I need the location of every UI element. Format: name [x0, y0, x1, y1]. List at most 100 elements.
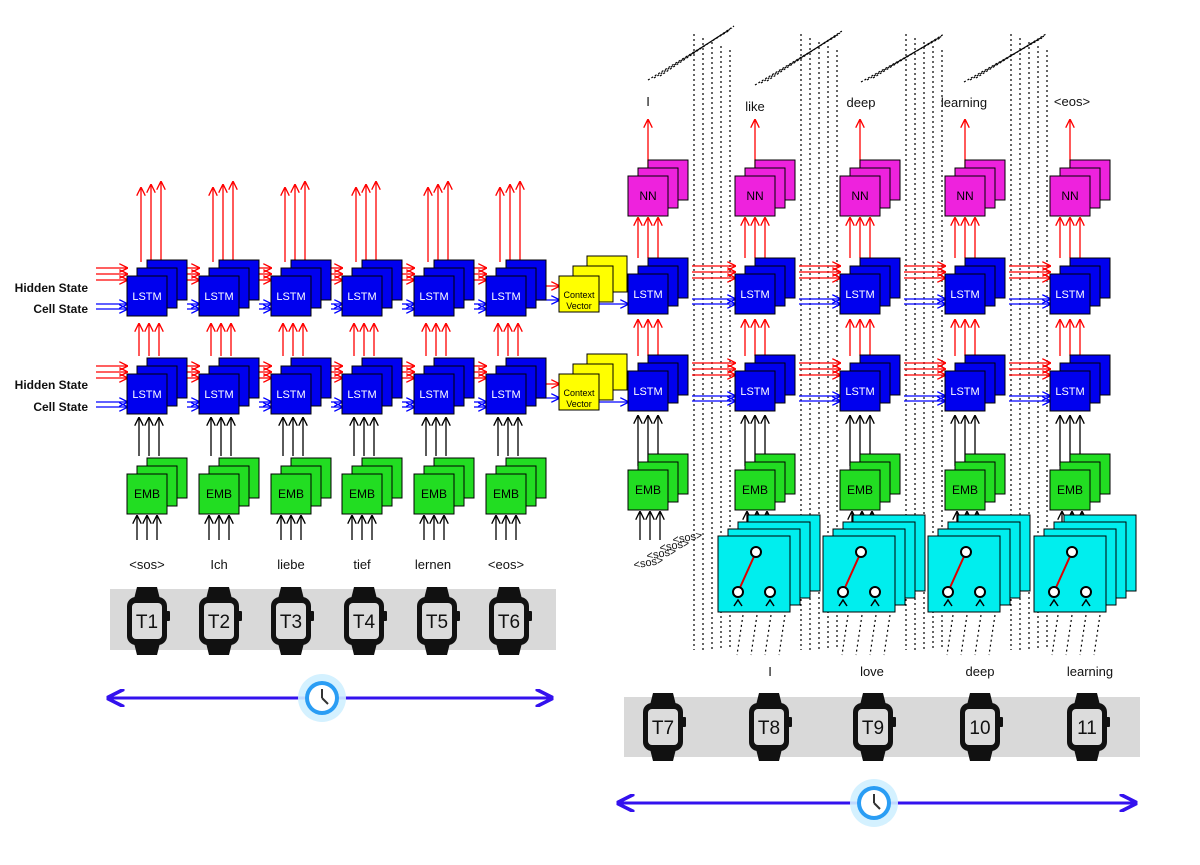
watch-crown — [238, 611, 242, 621]
emb-cell: EMB — [341, 457, 403, 515]
context-vector-layer — [558, 373, 600, 411]
lstm-cell-label: LSTM — [950, 386, 979, 398]
emb-cell-layer — [413, 473, 455, 515]
lstm-cell: LSTM — [734, 354, 796, 412]
lstm-cell-layer — [1049, 273, 1091, 315]
watch-strap — [278, 587, 304, 599]
emb-cell-layer — [341, 473, 383, 515]
emb-cell-layer — [627, 469, 669, 511]
dotted-feedback-line — [760, 32, 841, 84]
watch-face — [754, 709, 784, 745]
watch-strap — [496, 643, 522, 655]
dotted-input-line — [960, 614, 968, 656]
lstm-cell-label: LSTM — [347, 291, 376, 303]
emb-cell-label: EMB — [134, 487, 160, 501]
dotted-feedback-line — [963, 37, 1043, 83]
lstm-cell: LSTM — [270, 357, 332, 415]
watch-strap — [424, 587, 450, 599]
watch-crown — [528, 611, 532, 621]
emb-cell-layer — [839, 469, 881, 511]
timestep-label: 10 — [969, 718, 990, 739]
watch-icon: T3 — [271, 587, 314, 655]
decoder-output-token: deep — [847, 95, 876, 110]
timestep-label: T5 — [426, 612, 448, 633]
emb-cell-layer — [485, 473, 527, 515]
timestep-label: T7 — [652, 718, 674, 739]
switch-icon — [717, 514, 821, 613]
watch-strap — [206, 587, 232, 599]
context-vector-label: Vector — [566, 301, 592, 311]
lstm-cell: LSTM — [126, 357, 188, 415]
dotted-input-line — [1065, 614, 1073, 656]
timestep-label: T1 — [136, 612, 158, 633]
switch-caret — [943, 598, 953, 607]
watch-crown — [456, 611, 460, 621]
lstm-cell-label: LSTM — [845, 386, 874, 398]
watch-strap — [756, 693, 782, 705]
emb-cell-layer — [270, 473, 312, 515]
emb-cell-label: EMB — [493, 487, 519, 501]
watch-strap — [1074, 693, 1100, 705]
emb-cell-label: EMB — [952, 483, 978, 497]
nn-cell-layer — [627, 175, 669, 217]
lstm-cell: LSTM — [413, 357, 475, 415]
emb-cell: EMB — [839, 453, 901, 511]
hidden-state-label-bottom: Hidden State — [15, 378, 89, 392]
lstm-cell-label: LSTM — [1055, 386, 1084, 398]
nn-cell-label: NN — [956, 189, 973, 203]
lstm-cell-label: LSTM — [132, 291, 161, 303]
watch-icon: 10 — [960, 693, 1003, 761]
watch-strap — [860, 749, 886, 761]
watch-strap — [650, 749, 676, 761]
watch-face — [965, 709, 995, 745]
dotted-feedback-line — [653, 27, 733, 79]
lstm-cell: LSTM — [839, 257, 901, 315]
dotted-input-line — [1093, 614, 1101, 656]
watch-strap — [650, 693, 676, 705]
lstm-cell-layer — [627, 273, 669, 315]
switch-lever — [947, 551, 967, 593]
dotted-feedback-line — [860, 37, 941, 83]
watch-strap — [424, 643, 450, 655]
lstm-cell-layer — [1049, 370, 1091, 412]
cell-state-label-top: Cell State — [33, 302, 88, 316]
context-vector-label: Context — [563, 290, 595, 300]
nn-cell-label: NN — [639, 189, 656, 203]
watch-face — [276, 603, 306, 639]
lstm-cell-layer — [198, 373, 240, 415]
lstm-cell-layer — [944, 273, 986, 315]
encoder-token: <sos> — [129, 557, 164, 572]
switch-icon — [927, 514, 1031, 613]
switch-node — [974, 586, 986, 598]
switch-node — [732, 586, 744, 598]
watch-icon: T7 — [643, 693, 686, 761]
emb-cell-layer — [198, 473, 240, 515]
sos-stack: <sos> <sos> <sos> <sos> — [633, 530, 704, 572]
lstm-cell: LSTM — [198, 259, 260, 317]
switch-icon — [822, 514, 926, 613]
watch-icon: T2 — [199, 587, 242, 655]
emb-cell: EMB — [734, 453, 796, 511]
timestep-label: T2 — [208, 612, 230, 633]
lstm-cell: LSTM — [341, 357, 403, 415]
watch-icon: T9 — [853, 693, 896, 761]
lstm-cell-label: LSTM — [347, 389, 376, 401]
switch-lever — [842, 551, 862, 593]
watch-crown — [999, 717, 1003, 727]
nn-cell: NN — [734, 159, 796, 217]
sos-label: <sos> — [633, 555, 665, 572]
nn-cell-label: NN — [1061, 189, 1078, 203]
switch-caret — [1049, 598, 1059, 607]
nn-cell-layer — [944, 175, 986, 217]
emb-cell: EMB — [126, 457, 188, 515]
watch-crown — [166, 611, 170, 621]
clock-hand — [321, 697, 329, 705]
emb-cell: EMB — [485, 457, 547, 515]
emb-cell-label: EMB — [349, 487, 375, 501]
lstm-cell-layer — [839, 370, 881, 412]
watch-strap — [351, 643, 377, 655]
lstm-cell-label: LSTM — [276, 291, 305, 303]
clock-icon — [298, 674, 346, 722]
sos-label: <sos> — [646, 546, 678, 563]
